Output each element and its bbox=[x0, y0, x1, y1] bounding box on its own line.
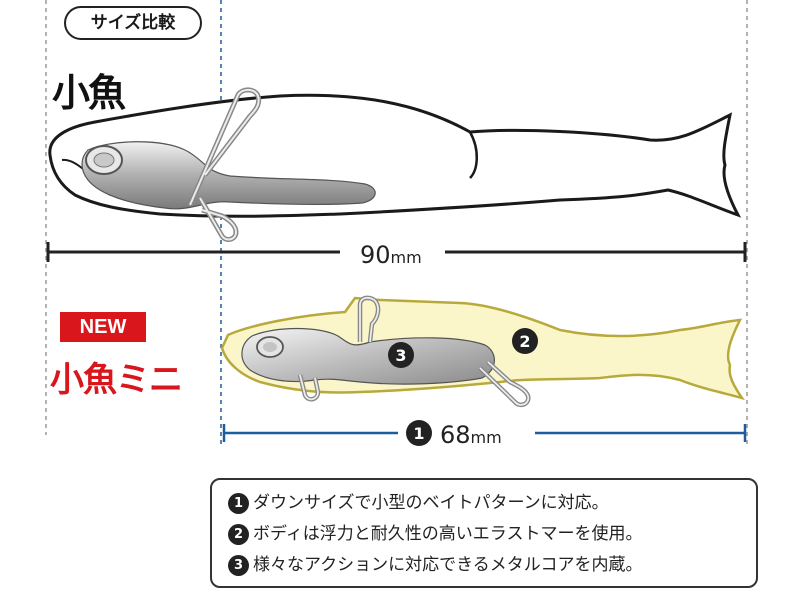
callout-core-marker bbox=[388, 342, 414, 368]
feature-note-number: 1 bbox=[228, 493, 249, 514]
new-badge: NEW bbox=[60, 312, 146, 342]
svg-text:2: 2 bbox=[519, 332, 530, 351]
size-comparison-label: サイズ比較 bbox=[64, 6, 202, 40]
feature-note-text: 様々なアクションに対応できるメタルコアを内蔵。 bbox=[253, 555, 643, 575]
svg-text:3: 3 bbox=[395, 346, 406, 365]
callout-body-marker bbox=[512, 328, 538, 354]
original-metal-core bbox=[81, 141, 376, 210]
feature-note-number: 3 bbox=[228, 555, 249, 576]
mini-product-name: 小魚ミニ bbox=[50, 360, 183, 400]
svg-text:1: 1 bbox=[413, 424, 424, 443]
feature-note-number: 2 bbox=[228, 524, 249, 545]
original-product-name: 小魚 bbox=[52, 70, 126, 115]
mini-length-label: 68mm bbox=[440, 421, 502, 449]
original-length-label: 90mm bbox=[360, 241, 422, 269]
feature-note-text: ボディは浮力と耐久性の高いエラストマーを使用。 bbox=[253, 524, 643, 544]
feature-note-text: ダウンサイズで小型のベイトパターンに対応。 bbox=[253, 493, 609, 513]
mini-metal-core bbox=[241, 327, 495, 385]
mini-length-marker bbox=[406, 420, 432, 446]
